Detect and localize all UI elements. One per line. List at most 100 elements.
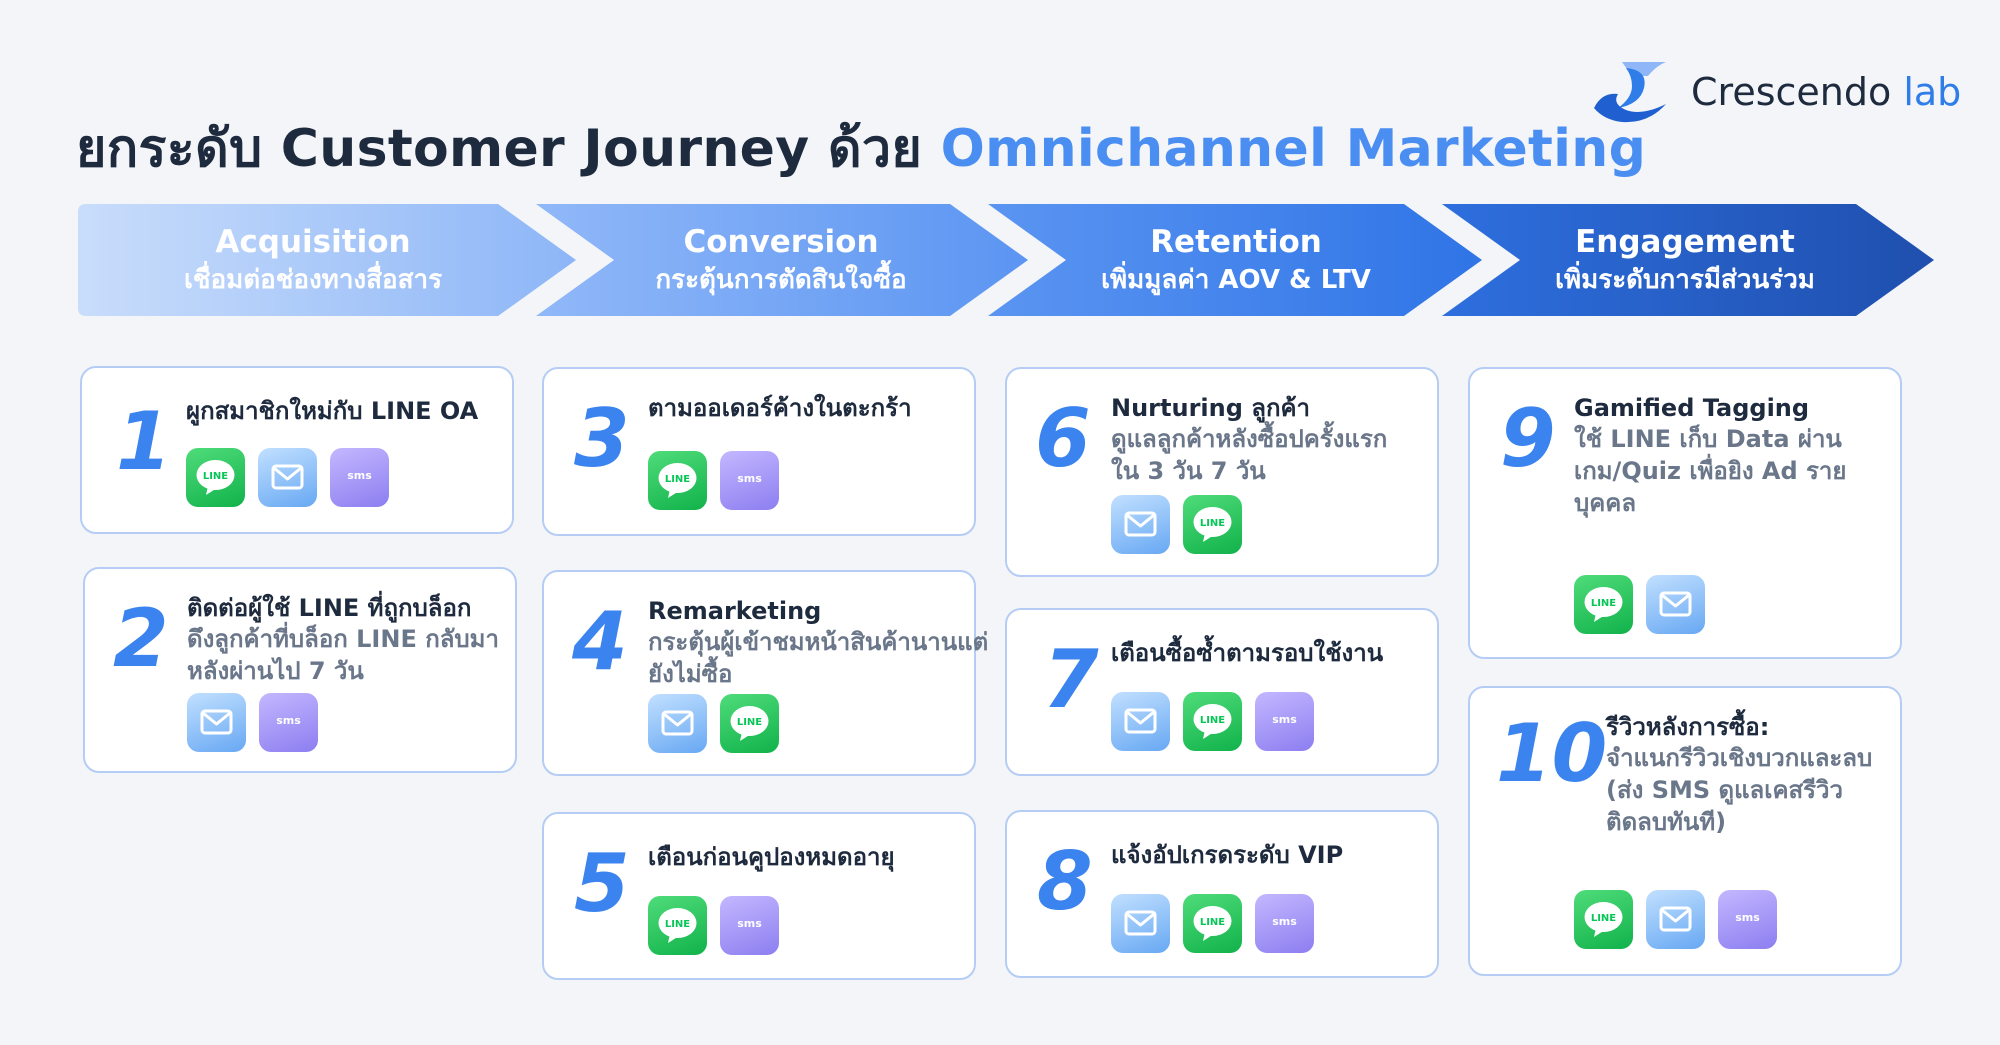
mail-icon bbox=[1646, 890, 1705, 949]
line-icon: LINE bbox=[1183, 894, 1242, 953]
channel-icons: LINE bbox=[648, 694, 779, 753]
stage-retention: Retention เพิ่มมูลค่า AOV & LTV bbox=[1016, 222, 1456, 298]
svg-text:LINE: LINE bbox=[1200, 715, 1225, 726]
step-number: 5 bbox=[574, 837, 630, 930]
step-text: เตือนซื้อซ้ำตามรอบใช้งาน bbox=[1111, 638, 1383, 668]
line-icon: LINE bbox=[1574, 890, 1633, 949]
step-description-line: เกม/Quiz เพื่อยิง Ad ราย bbox=[1574, 457, 1847, 485]
svg-text:sms: sms bbox=[1272, 713, 1297, 726]
step-description-line: จำแนกรีวิวเชิงบวกและลบ bbox=[1606, 744, 1873, 772]
stage-engagement: Engagement เพิ่มระดับการมีส่วนร่วม bbox=[1470, 222, 1900, 298]
mail-icon bbox=[1646, 575, 1705, 634]
channel-icons: LINE sms bbox=[648, 896, 779, 955]
bird-logo-icon bbox=[1594, 62, 1666, 123]
step-number: 2 bbox=[113, 592, 169, 685]
step-description-line: ติดลบทันที) bbox=[1606, 808, 1727, 836]
stage-name: Retention bbox=[1150, 224, 1322, 260]
logo-name: Crescendo bbox=[1691, 70, 1892, 114]
line-icon: LINE bbox=[648, 896, 707, 955]
mail-icon bbox=[1111, 495, 1170, 554]
step-number: 1 bbox=[116, 395, 172, 488]
channel-icons: LINE sms bbox=[1574, 890, 1777, 949]
sms-icon: sms bbox=[1255, 692, 1314, 751]
step-title: Gamified Tagging bbox=[1574, 394, 1810, 422]
stage-arrow-engagement bbox=[1442, 204, 1934, 316]
channel-icons: LINE sms bbox=[186, 448, 389, 507]
stage-name: Conversion bbox=[683, 224, 879, 260]
mail-icon bbox=[1111, 894, 1170, 953]
crescendo-lab-logo: Crescendo lab bbox=[1592, 58, 1961, 124]
step-description-line: ใน 3 วัน 7 วัน bbox=[1111, 457, 1266, 485]
svg-text:sms: sms bbox=[276, 714, 301, 727]
svg-text:LINE: LINE bbox=[1591, 598, 1616, 609]
journey-card-4: 4 Remarketing กระตุ้นผู้เข้าชมหน้าสินค้านา… bbox=[542, 570, 988, 776]
stage-name: Engagement bbox=[1575, 224, 1795, 260]
step-description-line: หลังผ่านไป 7 วัน bbox=[187, 657, 364, 685]
svg-text:sms: sms bbox=[1272, 915, 1297, 928]
svg-text:LINE: LINE bbox=[1200, 518, 1225, 529]
step-text: Remarketing กระตุ้นผู้เข้าชมหน้าสินค้านาน… bbox=[648, 596, 988, 690]
channel-icons: LINE sms bbox=[648, 451, 779, 510]
step-description-line: บุคคล bbox=[1574, 489, 1637, 517]
line-icon: LINE bbox=[720, 694, 779, 753]
step-title: Nurturing ลูกค้า bbox=[1111, 394, 1311, 422]
sms-icon: sms bbox=[1718, 890, 1777, 949]
line-icon: LINE bbox=[648, 451, 707, 510]
logo-wordmark: Crescendo lab bbox=[1691, 70, 1961, 114]
step-title: เตือนก่อนคูปองหมดอายุ bbox=[648, 843, 895, 871]
channel-icons: LINE sms bbox=[1111, 692, 1314, 751]
step-title: ติดต่อผู้ใช้ LINE ที่ถูกบล็อก bbox=[187, 594, 472, 622]
step-description-line: (ส่ง SMS ดูแลเคสรีวิว bbox=[1606, 776, 1844, 804]
step-title: Remarketing bbox=[648, 597, 822, 625]
line-icon: LINE bbox=[1183, 692, 1242, 751]
step-description-line: ยังไม่ซื้อ bbox=[648, 660, 733, 688]
mail-icon bbox=[258, 448, 317, 507]
step-title: แจ้งอัปเกรดระดับ VIP bbox=[1111, 841, 1344, 869]
step-description-line: กระตุ้นผู้เข้าชมหน้าสินค้านานแต่ bbox=[648, 628, 989, 656]
channel-icons: LINE bbox=[1111, 495, 1242, 554]
mail-icon bbox=[648, 694, 707, 753]
step-text: เตือนก่อนคูปองหมดอายุ bbox=[648, 842, 895, 872]
sms-icon: sms bbox=[259, 693, 318, 752]
stage-subtitle: กระตุ้นการตัดสินใจซื้อ bbox=[655, 265, 907, 295]
title-text: ยกระดับ Customer Journey ด้วย bbox=[76, 119, 941, 179]
logo-suffix: lab bbox=[1903, 70, 1962, 114]
step-number: 10 bbox=[1496, 707, 1608, 800]
svg-text:LINE: LINE bbox=[1591, 913, 1616, 924]
step-number: 7 bbox=[1043, 633, 1099, 726]
journey-card-8: 8 แจ้งอัปเกรดระดับ VIP LINE sms bbox=[1005, 810, 1439, 978]
step-number: 4 bbox=[572, 595, 628, 688]
line-icon: LINE bbox=[1574, 575, 1633, 634]
step-title: รีวิวหลังการซื้อ: bbox=[1606, 713, 1770, 741]
stage-subtitle: เพิ่มระดับการมีส่วนร่วม bbox=[1555, 265, 1815, 295]
svg-text:sms: sms bbox=[1735, 911, 1760, 924]
step-text: ผูกสมาชิกใหม่กับ LINE OA bbox=[186, 396, 478, 426]
svg-text:sms: sms bbox=[737, 472, 762, 485]
svg-text:sms: sms bbox=[737, 917, 762, 930]
sms-icon: sms bbox=[720, 451, 779, 510]
title-highlight: Omnichannel Marketing bbox=[940, 119, 1647, 179]
journey-stages: Acquisition เชื่อมต่อช่องทางสื่อสาร Conv… bbox=[78, 204, 1934, 316]
line-icon: LINE bbox=[186, 448, 245, 507]
sms-icon: sms bbox=[330, 448, 389, 507]
step-text: ตามออเดอร์ค้างในตะกร้า bbox=[648, 393, 912, 423]
step-title: ผูกสมาชิกใหม่กับ LINE OA bbox=[186, 397, 479, 425]
step-title: เตือนซื้อซ้ำตามรอบใช้งาน bbox=[1111, 639, 1384, 667]
journey-card-7: 7 เตือนซื้อซ้ำตามรอบใช้งาน LINE sms bbox=[1005, 608, 1439, 776]
mail-icon bbox=[1111, 692, 1170, 751]
step-number: 8 bbox=[1037, 835, 1093, 928]
svg-text:sms: sms bbox=[347, 469, 372, 482]
channel-icons: LINE bbox=[1574, 575, 1705, 634]
stage-subtitle: เพิ่มมูลค่า AOV & LTV bbox=[1101, 265, 1371, 295]
step-text: แจ้งอัปเกรดระดับ VIP bbox=[1111, 840, 1343, 870]
svg-text:LINE: LINE bbox=[665, 474, 690, 485]
stage-name: Acquisition bbox=[215, 224, 411, 260]
mail-icon bbox=[187, 693, 246, 752]
svg-text:LINE: LINE bbox=[665, 919, 690, 930]
channel-icons: sms bbox=[187, 693, 318, 752]
